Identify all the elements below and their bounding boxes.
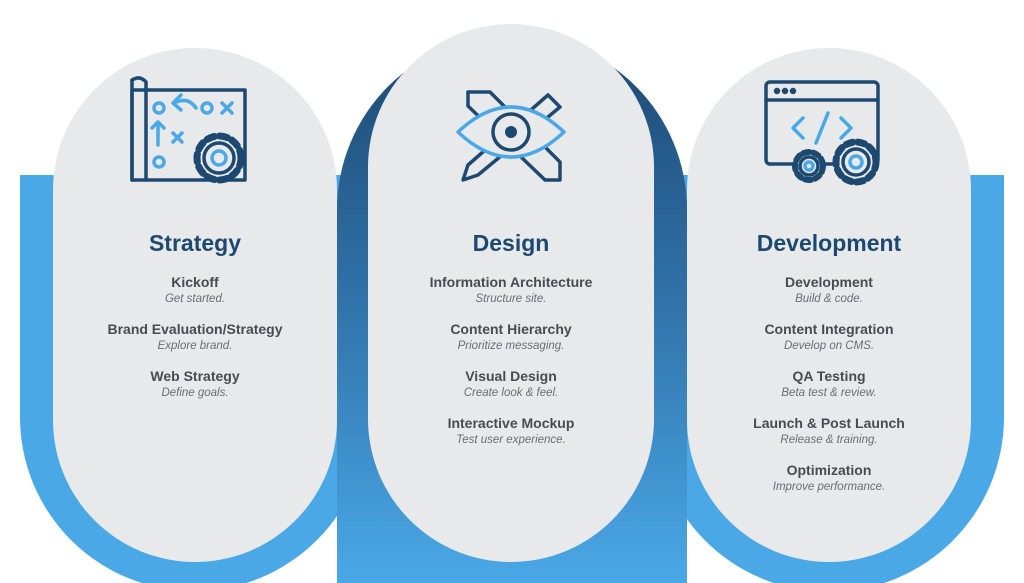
design-steps: Information Architecture Structure site.…	[368, 274, 654, 462]
step-desc: Beta test & review.	[781, 387, 877, 399]
step-desc: Explore brand.	[157, 340, 233, 352]
step-title: Interactive Mockup	[447, 415, 575, 431]
step-title: Content Integration	[764, 321, 894, 337]
step-desc: Test user experience.	[456, 434, 566, 446]
step-title: Information Architecture	[429, 274, 593, 290]
step-item: Information Architecture Structure site.	[368, 274, 654, 321]
step-title: Web Strategy	[150, 368, 240, 384]
step-desc: Prioritize messaging.	[457, 340, 565, 352]
step-title: Brand Evaluation/Strategy	[107, 321, 283, 337]
step-title: Kickoff	[171, 274, 219, 290]
step-item: Launch & Post Launch Release & training.	[687, 415, 971, 462]
step-item: Interactive Mockup Test user experience.	[368, 415, 654, 462]
step-desc: Define goals.	[161, 387, 229, 399]
development-title: Development	[756, 230, 902, 256]
step-desc: Improve performance.	[772, 481, 886, 493]
step-desc: Build & code.	[795, 293, 863, 305]
development-steps: Development Build & code. Content Integr…	[687, 274, 971, 509]
strategy-steps: Kickoff Get started. Brand Evaluation/St…	[53, 274, 337, 415]
strategy-pill	[53, 48, 337, 562]
design-pill	[368, 24, 654, 562]
step-item: Web Strategy Define goals.	[53, 368, 337, 415]
step-desc: Develop on CMS.	[783, 340, 875, 352]
step-title: Launch & Post Launch	[753, 415, 905, 431]
strategy-title: Strategy	[148, 230, 242, 256]
step-title: QA Testing	[792, 368, 866, 384]
step-title: Visual Design	[465, 368, 557, 384]
strategy-map-gear-icon	[130, 76, 247, 184]
step-desc: Get started.	[164, 293, 226, 305]
step-item: Optimization Improve performance.	[687, 462, 971, 509]
step-item: Content Integration Develop on CMS.	[687, 321, 971, 368]
step-item: Kickoff Get started.	[53, 274, 337, 321]
eye-ruler-pencil-icon	[456, 90, 566, 182]
step-item: Development Build & code.	[687, 274, 971, 321]
design-title: Design	[472, 230, 550, 256]
step-desc: Release & training.	[780, 434, 878, 446]
code-window-gears-icon	[764, 80, 880, 186]
step-title: Content Hierarchy	[450, 321, 572, 337]
step-item: Visual Design Create look & feel.	[368, 368, 654, 415]
step-title: Optimization	[786, 462, 872, 478]
step-item: Brand Evaluation/Strategy Explore brand.	[53, 321, 337, 368]
step-item: Content Hierarchy Prioritize messaging.	[368, 321, 654, 368]
step-item: QA Testing Beta test & review.	[687, 368, 971, 415]
step-desc: Create look & feel.	[463, 387, 559, 399]
development-pill	[687, 48, 971, 562]
step-desc: Structure site.	[475, 293, 547, 305]
step-title: Development	[785, 274, 873, 290]
